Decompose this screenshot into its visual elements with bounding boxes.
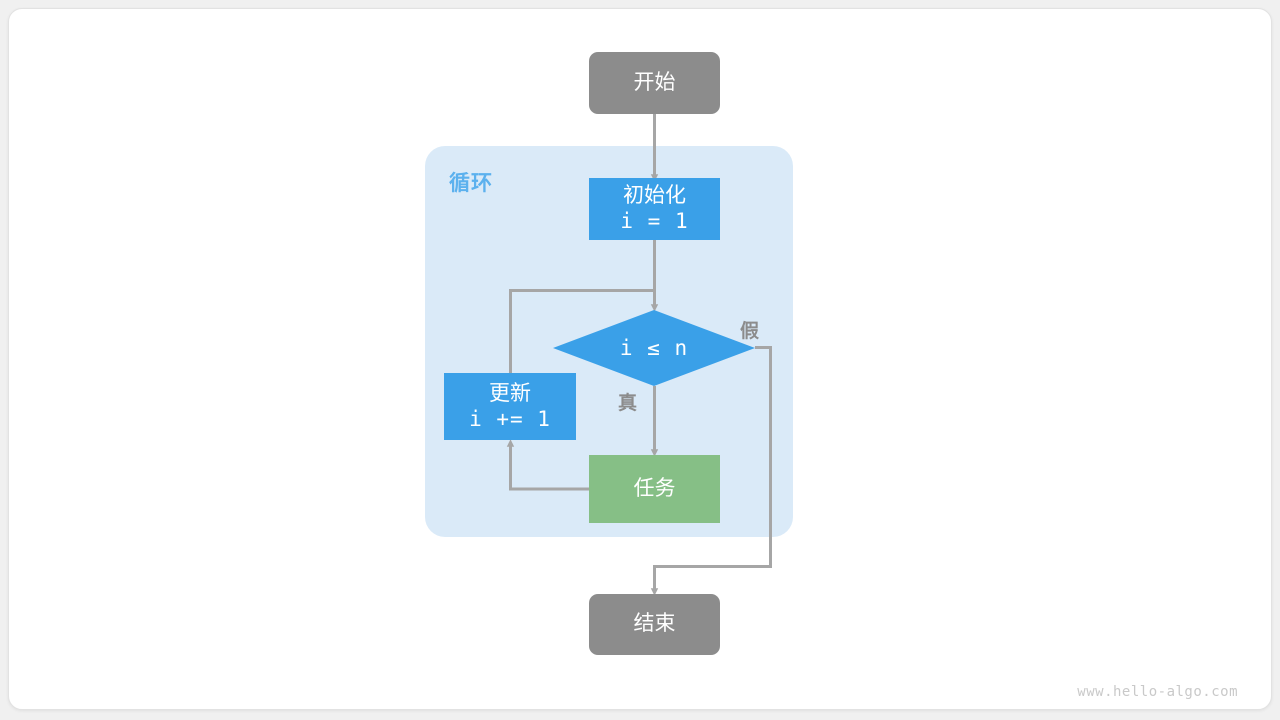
loop-group-label: 循环 — [449, 172, 493, 195]
node-end-label: 结束 — [633, 612, 676, 636]
node-condition-expression: i ≤ n — [619, 336, 689, 360]
node-init[interactable]: 初始化 i = 1 — [589, 178, 720, 240]
watermark-text: www.hello-algo.com — [1077, 684, 1238, 700]
node-init-title: 初始化 — [623, 184, 686, 208]
edge-label-false: 假 — [740, 321, 760, 342]
node-condition[interactable]: i ≤ n — [553, 310, 755, 386]
node-update-title: 更新 — [489, 381, 531, 405]
node-task-label: 任务 — [633, 476, 676, 500]
node-task[interactable]: 任务 — [589, 455, 720, 523]
edge-label-true: 真 — [618, 393, 638, 414]
node-init-expression: i = 1 — [620, 209, 689, 233]
node-update-expression: i += 1 — [469, 406, 551, 431]
node-update[interactable]: 更新 i += 1 — [444, 373, 576, 440]
node-start[interactable]: 开始 — [589, 52, 720, 114]
node-end[interactable]: 结束 — [589, 594, 720, 655]
node-start-label: 开始 — [633, 70, 676, 94]
